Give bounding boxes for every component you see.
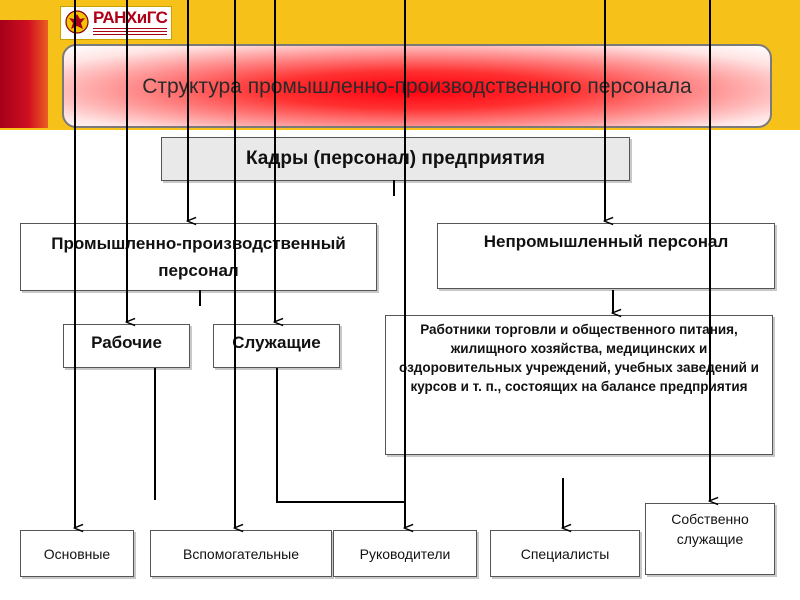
node-kadry: Кадры (персонал) предприятия bbox=[161, 137, 630, 181]
slide-title-box: Структура промышленно-производственного … bbox=[62, 44, 772, 128]
node-sobstvenno-label: Собственно служащие bbox=[671, 511, 749, 547]
node-rukovoditeli: Руководители bbox=[333, 530, 477, 577]
node-vspomogatelnye-label: Вспомогательные bbox=[182, 545, 299, 562]
logo-subtitle-lines bbox=[93, 28, 167, 37]
node-rabochie-label: Рабочие bbox=[91, 333, 162, 352]
node-rabotniki: Работники торговли и общественного питан… bbox=[385, 315, 773, 455]
node-spetsialisty-label: Специалисты bbox=[520, 545, 610, 562]
node-osnovnye-label: Основные bbox=[43, 545, 111, 562]
node-rabochie: Рабочие bbox=[63, 324, 190, 368]
node-rukovoditeli-label: Руководители bbox=[359, 545, 451, 562]
node-osnovnye: Основные bbox=[20, 530, 134, 577]
node-neprom: Непромышленный персонал bbox=[437, 223, 775, 289]
node-neprom-label: Непромышленный персонал bbox=[483, 232, 729, 251]
slide-title: Структура промышленно-производственного … bbox=[142, 74, 692, 98]
eagle-emblem-icon bbox=[65, 10, 89, 34]
red-accent-strip bbox=[0, 20, 48, 128]
node-spetsialisty: Специалисты bbox=[490, 530, 640, 577]
node-kadry-label: Кадры (персонал) предприятия bbox=[245, 148, 546, 169]
node-sobstvenno: Собственно служащие bbox=[645, 503, 775, 575]
node-sluzhashchie-label: Служащие bbox=[232, 333, 321, 352]
node-ppp-label: Промышленно-производственный персонал bbox=[51, 234, 346, 280]
logo-name: РАНХиГС bbox=[93, 8, 168, 27]
line-sluzhashchie-to-rukovoditeli bbox=[276, 368, 405, 503]
ranepa-logo: РАНХиГС bbox=[60, 6, 172, 40]
node-rabotniki-label: Работники торговли и общественного питан… bbox=[399, 322, 759, 394]
node-ppp: Промышленно-производственный персонал bbox=[20, 223, 377, 291]
